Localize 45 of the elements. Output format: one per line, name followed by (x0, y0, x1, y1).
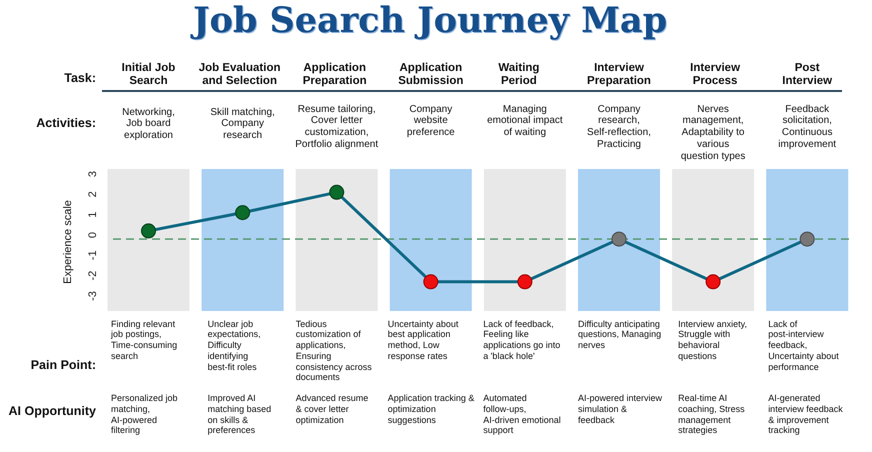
stage-title: Job Evaluation and Selection (198, 62, 282, 88)
activity-text: Company website preference (406, 104, 456, 139)
row-heading: Pain Point: (30, 358, 96, 373)
pain-point-text: Finding relevant job postings, Time-consuming search (111, 318, 178, 362)
pain-point-text: Lack of feedback, Feeling like applications go into a 'black hole' (483, 318, 562, 362)
stage-title: Application Submission (397, 62, 464, 88)
stage-title: Waiting Period (497, 62, 540, 88)
y-tick-label: 3 (87, 170, 99, 178)
pain-point-text: Lack of post-interview feedback, Uncertainty about performance (768, 318, 840, 372)
row-heading: AI Opportunity (8, 404, 96, 418)
activity-text: Managing emotional impact of waiting (486, 104, 564, 139)
ai-opportunity-text: Automated follow-ups, AI-driven emotional support (483, 393, 562, 436)
y-tick-label: 2 (87, 191, 99, 198)
pain-point-text: Unclear job expectations, Difficulty identifying best-fit roles (208, 318, 262, 372)
y-tick-label: -2 (87, 270, 99, 281)
activity-text: Skill matching, Company research (209, 106, 276, 142)
activity-text: Resume tailoring, Cover letter customization, Portfolio alignment (294, 104, 380, 151)
pain-point-text: Tedious customization of applications, Ensuring consistency across documents (296, 318, 373, 384)
ai-opportunity-text: Application tracking & optimization suggestions (388, 393, 476, 426)
ai-opportunity-text: AI-powered interview simulation & feedback (578, 393, 664, 426)
y-axis-title: Experience scale (62, 200, 74, 284)
ai-opportunity-text: Advanced resume & cover letter optimization (296, 393, 370, 426)
y-tick-label: 0 (87, 232, 99, 238)
row-heading: Task: (63, 70, 96, 86)
stage-title: Post Interview (781, 62, 834, 88)
page-title: Job Search Journey Map (190, 0, 668, 42)
stage-title: Initial Job Search (120, 62, 176, 88)
y-tick-label: -3 (87, 291, 99, 301)
y-tick-label: 1 (87, 212, 99, 218)
ai-opportunity-text: Improved AI matching based on skills & preferences (208, 393, 272, 436)
stage-title: Interview Process (689, 62, 742, 88)
ai-opportunity-text: Real-time AI coaching, Stress management strategies (678, 393, 746, 436)
stage-title: Application Preparation (302, 62, 368, 88)
activity-text: Feedback solicitation, Continuous improvement (777, 104, 838, 151)
pain-point-text: Uncertainty about best application method, Low response rates (388, 318, 460, 362)
activity-text: Networking, Job board exploration (121, 106, 176, 142)
pain-point-text: Difficulty anticipating questions, Managing nerves (578, 318, 662, 351)
ai-opportunity-text: Personalized job matching, AI-powered filtering (111, 393, 179, 436)
activity-text: Company research, Self-reflection, Practicing (586, 104, 652, 151)
pain-point-text: Interview anxiety, Struggle with behavioral questions (678, 318, 748, 362)
stage-title: Interview Preparation (586, 62, 652, 88)
row-heading: Activities: (35, 116, 96, 131)
y-tick-label: -1 (87, 250, 99, 260)
activity-text: Nerves management, Adaptability to various question types (680, 104, 746, 162)
ai-opportunity-text: AI-generated interview feedback & improvement tracking (768, 393, 844, 436)
